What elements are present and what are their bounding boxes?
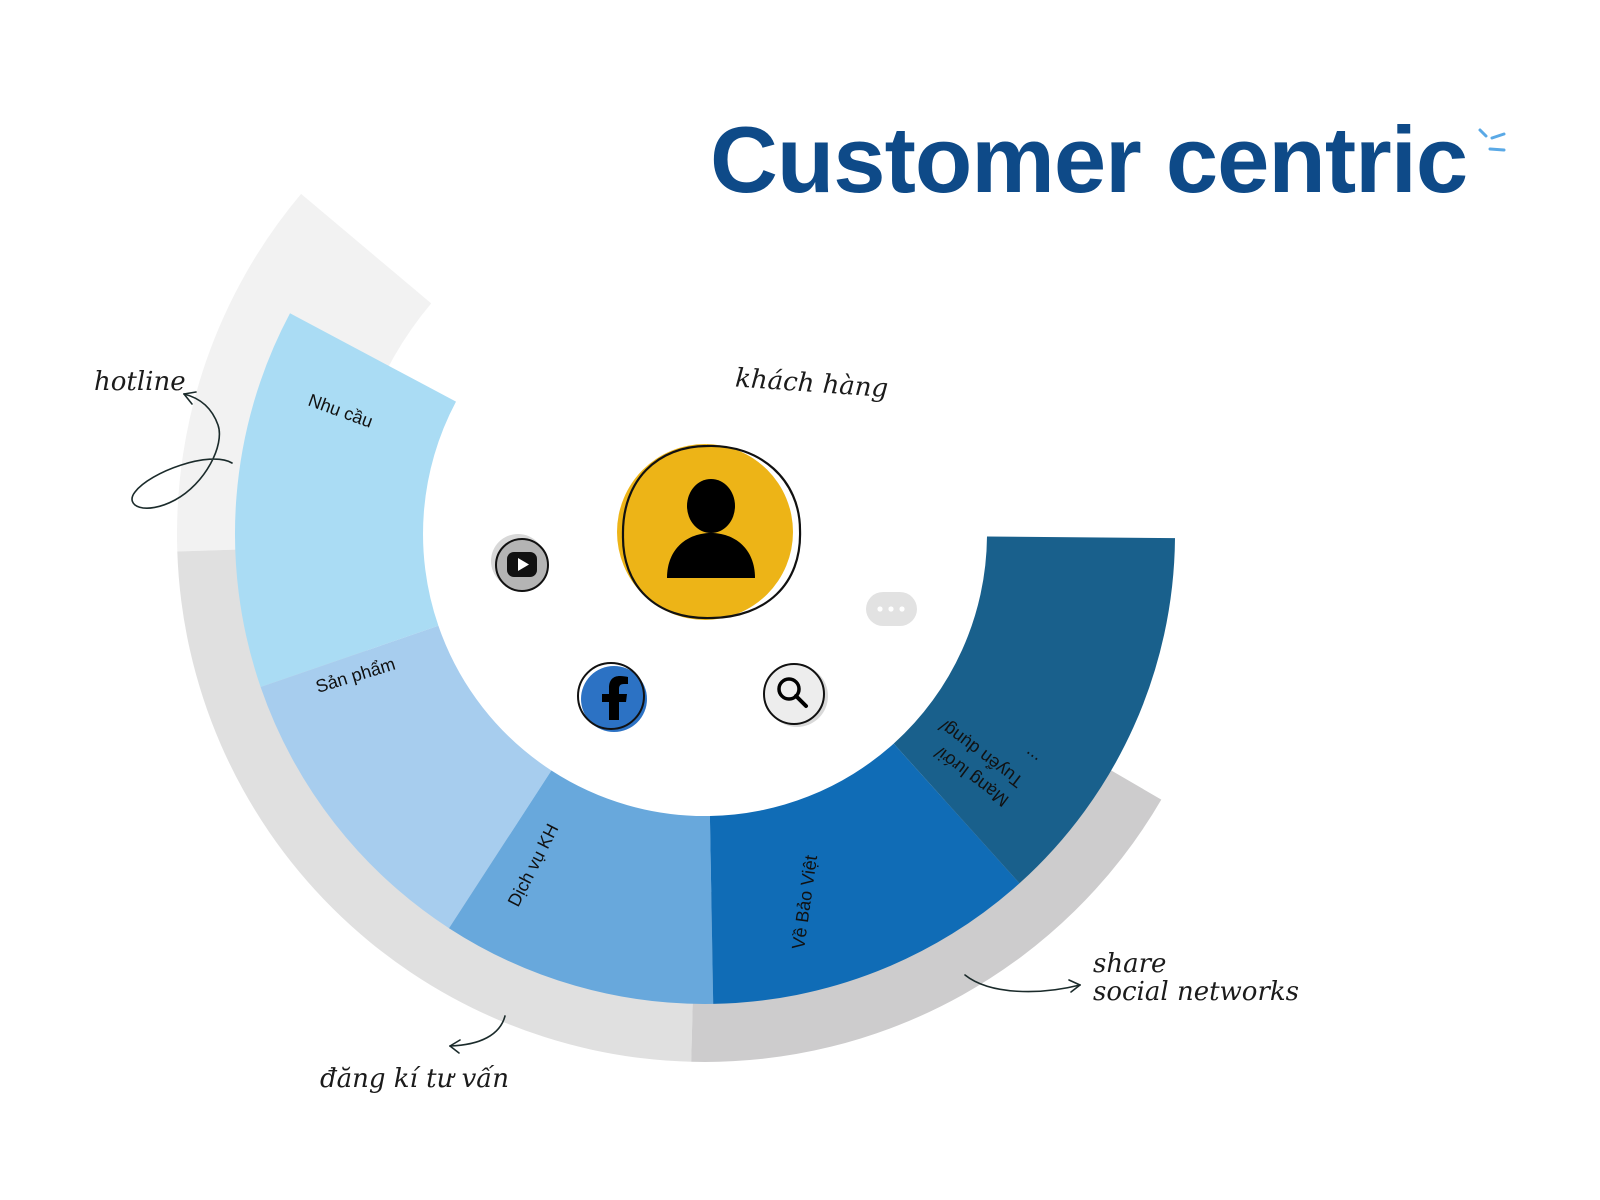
page-title: Customer centric bbox=[710, 107, 1467, 212]
outer-label-share: share bbox=[1093, 949, 1166, 979]
segment-ve-bao-viet[interactable] bbox=[709, 743, 1020, 1004]
segment-nhu-cau[interactable] bbox=[234, 313, 456, 687]
outer-label-dang-ki-tu-van: đăng kí tư vấn bbox=[320, 1064, 509, 1094]
facebook-icon[interactable] bbox=[577, 662, 647, 732]
outer-label-social-networks: social networks bbox=[1093, 977, 1299, 1007]
center-label-khach-hang: khách hàng bbox=[734, 363, 889, 404]
outer-label-hotline: hotline bbox=[94, 367, 186, 397]
youtube-icon[interactable] bbox=[491, 534, 549, 592]
arrow-share bbox=[964, 974, 1081, 993]
chat-bubble-icon[interactable] bbox=[866, 592, 917, 626]
sparkle-icon bbox=[1478, 128, 1506, 152]
segment-san-pham[interactable] bbox=[260, 625, 552, 929]
segment-dich-vu-kh[interactable] bbox=[449, 770, 714, 1004]
inner-ring bbox=[234, 313, 1175, 1004]
search-icon[interactable] bbox=[763, 663, 828, 727]
person-icon[interactable] bbox=[617, 444, 802, 620]
arrow-dang-ki-tu-van bbox=[449, 1015, 506, 1054]
arrow-hotline bbox=[131, 391, 233, 509]
segment-mang-luoi[interactable] bbox=[893, 536, 1175, 884]
